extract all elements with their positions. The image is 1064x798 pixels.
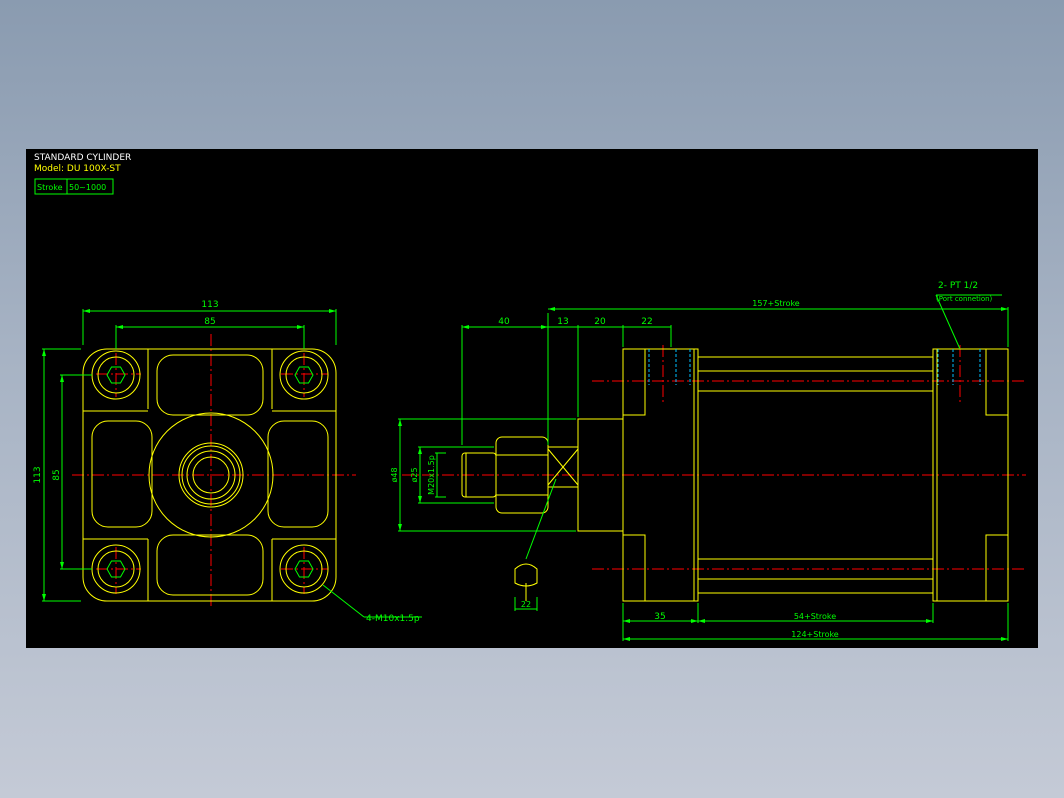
dim-13: 13 xyxy=(557,317,568,327)
dim-front-height-outer: 113 xyxy=(33,466,43,483)
dim-22-top: 22 xyxy=(641,317,652,327)
dim-20: 20 xyxy=(594,317,606,327)
front-dim-arrows xyxy=(42,309,336,601)
front-body-grid xyxy=(83,349,336,601)
dim-phi48: ø48 xyxy=(390,467,399,482)
front-body-outline xyxy=(82,348,337,602)
wrench-symbol xyxy=(514,563,538,601)
cad-drawing-canvas[interactable]: STANDARD CYLINDER Model: DU 100X-ST Stro… xyxy=(26,149,1038,648)
cad-drawing: STANDARD CYLINDER Model: DU 100X-ST Stro… xyxy=(33,153,1026,641)
front-view: 113 85 113 85 4-M10x1.5p xyxy=(33,300,422,624)
dim-124-stroke: 124+Stroke xyxy=(791,630,839,639)
side-view: 40 13 20 22 157+Stroke ø48 ø25 M20x1.5p … xyxy=(390,281,1026,641)
stroke-table-range: 50~1000 xyxy=(69,183,106,192)
wrench-leader xyxy=(525,478,557,560)
front-centerlines xyxy=(72,334,356,609)
dim-40: 40 xyxy=(498,317,510,327)
drawing-title: STANDARD CYLINDER xyxy=(34,153,131,163)
side-centerlines xyxy=(402,345,1026,570)
dim-front-width-bolt: 85 xyxy=(204,317,215,327)
front-rod-boss xyxy=(148,412,274,538)
stroke-table-label: Stroke xyxy=(37,183,63,192)
dim-22-wrench: 22 xyxy=(521,600,531,609)
side-dim-arrows xyxy=(398,307,1008,641)
side-ports xyxy=(648,349,981,385)
front-pockets xyxy=(91,354,329,596)
title-block: STANDARD CYLINDER Model: DU 100X-ST Stro… xyxy=(34,153,131,195)
dim-54-stroke: 54+Stroke xyxy=(794,612,836,621)
dim-total-length: 157+Stroke xyxy=(752,299,800,308)
side-dimensions xyxy=(398,294,1009,641)
model-label: Model: DU 100X-ST xyxy=(34,164,121,174)
stroke-table xyxy=(34,178,114,195)
port-note: (Port connetion) xyxy=(936,295,993,303)
dim-phi25: ø25 xyxy=(410,467,419,482)
side-body xyxy=(461,348,1009,602)
front-bolt-holes xyxy=(91,350,329,594)
thread-callout: 4-M10x1.5p xyxy=(366,614,420,624)
dim-front-width-outer: 113 xyxy=(201,300,218,310)
dim-35: 35 xyxy=(654,612,665,622)
dim-thread: M20x1.5p xyxy=(427,455,436,495)
port-callout: 2- PT 1/2 xyxy=(938,281,978,291)
front-dimensions xyxy=(42,309,422,618)
dim-front-height-bolt: 85 xyxy=(52,469,62,480)
